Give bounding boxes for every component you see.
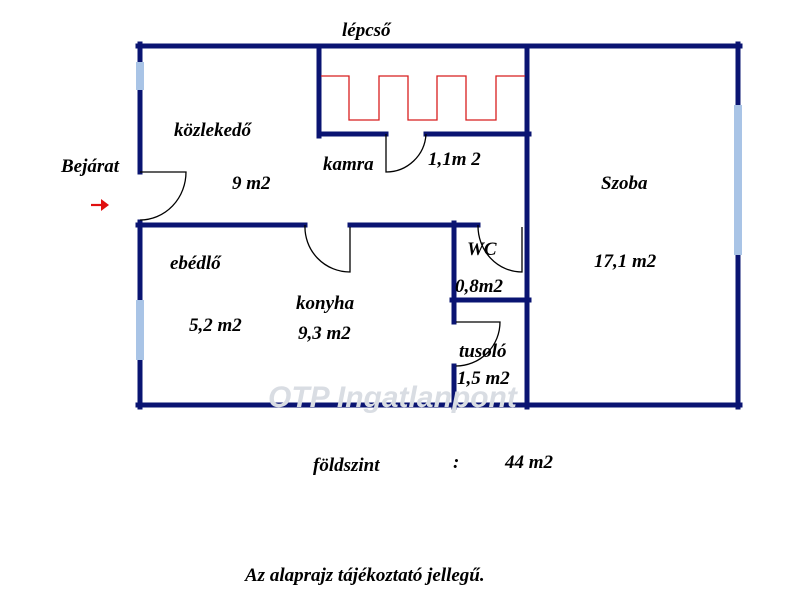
corridor-label: közlekedő bbox=[174, 120, 252, 141]
tusolo-door bbox=[455, 321, 501, 367]
kamra-door bbox=[385, 133, 427, 173]
wc-area: 0,8m2 bbox=[455, 276, 504, 297]
doors bbox=[139, 133, 523, 367]
kitchen-area: 9,3 m2 bbox=[298, 323, 351, 344]
total-area: 44 m2 bbox=[505, 452, 554, 473]
wc-door bbox=[477, 224, 523, 273]
disclaimer: Az alaprajz tájékoztató jellegű. bbox=[245, 565, 485, 586]
room-area: 17,1 m2 bbox=[594, 251, 657, 272]
dining-area: 5,2 m2 bbox=[189, 315, 242, 336]
wc-label: WC bbox=[467, 239, 497, 260]
level-label: földszint bbox=[313, 455, 380, 476]
stairs bbox=[321, 75, 525, 121]
shower-label: tusoló bbox=[459, 341, 507, 362]
arrow-right-icon bbox=[91, 199, 109, 211]
interior-walls bbox=[135, 43, 532, 410]
dining-label: ebédlő bbox=[170, 253, 221, 274]
corridor-area: 9 m2 bbox=[232, 173, 271, 194]
stairs-label: lépcső bbox=[342, 20, 391, 41]
window-left-upper bbox=[136, 62, 144, 90]
shower-area: 1,5 m2 bbox=[457, 368, 510, 389]
entrance-label: Bejárat bbox=[61, 156, 120, 177]
entrance-door bbox=[139, 171, 187, 221]
watermark: OTP Ingatlanpont bbox=[268, 381, 517, 414]
windows bbox=[136, 62, 742, 360]
kitchen-label: konyha bbox=[296, 293, 355, 314]
summary-separator: : bbox=[453, 452, 460, 473]
room-label: Szoba bbox=[601, 173, 648, 194]
pantry-area: 1,1m 2 bbox=[428, 149, 481, 170]
konyha-door bbox=[304, 224, 351, 273]
window-right bbox=[734, 105, 742, 255]
pantry-label: kamra bbox=[323, 154, 374, 175]
window-left-lower bbox=[136, 300, 144, 360]
